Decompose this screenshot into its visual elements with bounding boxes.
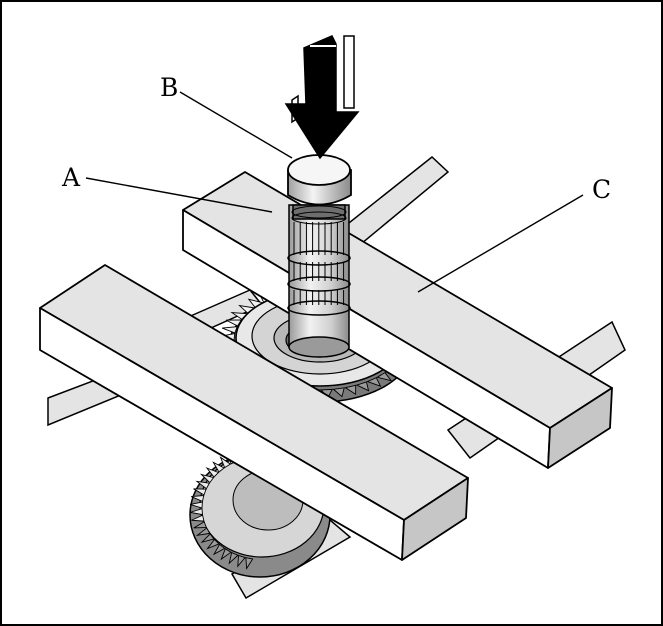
gear-tooth: [376, 372, 393, 382]
gear-tooth: [193, 521, 208, 529]
gear-tooth: [205, 467, 220, 478]
gear-tooth: [191, 514, 205, 522]
gear-tooth: [193, 488, 207, 496]
gear-tooth: [212, 461, 225, 473]
gear-tooth: [219, 456, 232, 469]
press-block-front: [39, 264, 469, 561]
gear-tooth: [189, 501, 203, 509]
press-arrow-icon: [284, 35, 360, 160]
gear-tooth: [195, 527, 211, 536]
gear-tooth: [220, 548, 232, 561]
gear-tooth: [221, 326, 238, 334]
gear-tooth: [206, 538, 220, 550]
leader-line-b: [179, 91, 293, 159]
input-shaft: [287, 204, 351, 358]
callout-label-b: B: [160, 73, 178, 102]
callout-label-a: A: [61, 163, 81, 192]
callout-label-c: C: [592, 175, 611, 204]
gear-tooth: [366, 377, 382, 387]
gear-tooth: [190, 508, 203, 516]
gear-tooth: [237, 554, 246, 568]
gear-tooth: [191, 495, 205, 503]
gear-tooth: [344, 384, 357, 396]
gear-tooth: [212, 543, 226, 556]
gear-tooth: [332, 387, 345, 398]
leader-line-a: [85, 177, 273, 213]
gear-tooth: [199, 473, 215, 484]
leader-lines: [85, 91, 584, 293]
gear-tooth: [228, 551, 239, 565]
leader-line-c: [417, 194, 584, 293]
gear-tooth: [245, 557, 254, 570]
gear-tooth: [355, 381, 370, 392]
gear-tooth: [195, 480, 211, 490]
gear-tooth: [200, 533, 215, 544]
press-cap-b: [287, 154, 352, 206]
